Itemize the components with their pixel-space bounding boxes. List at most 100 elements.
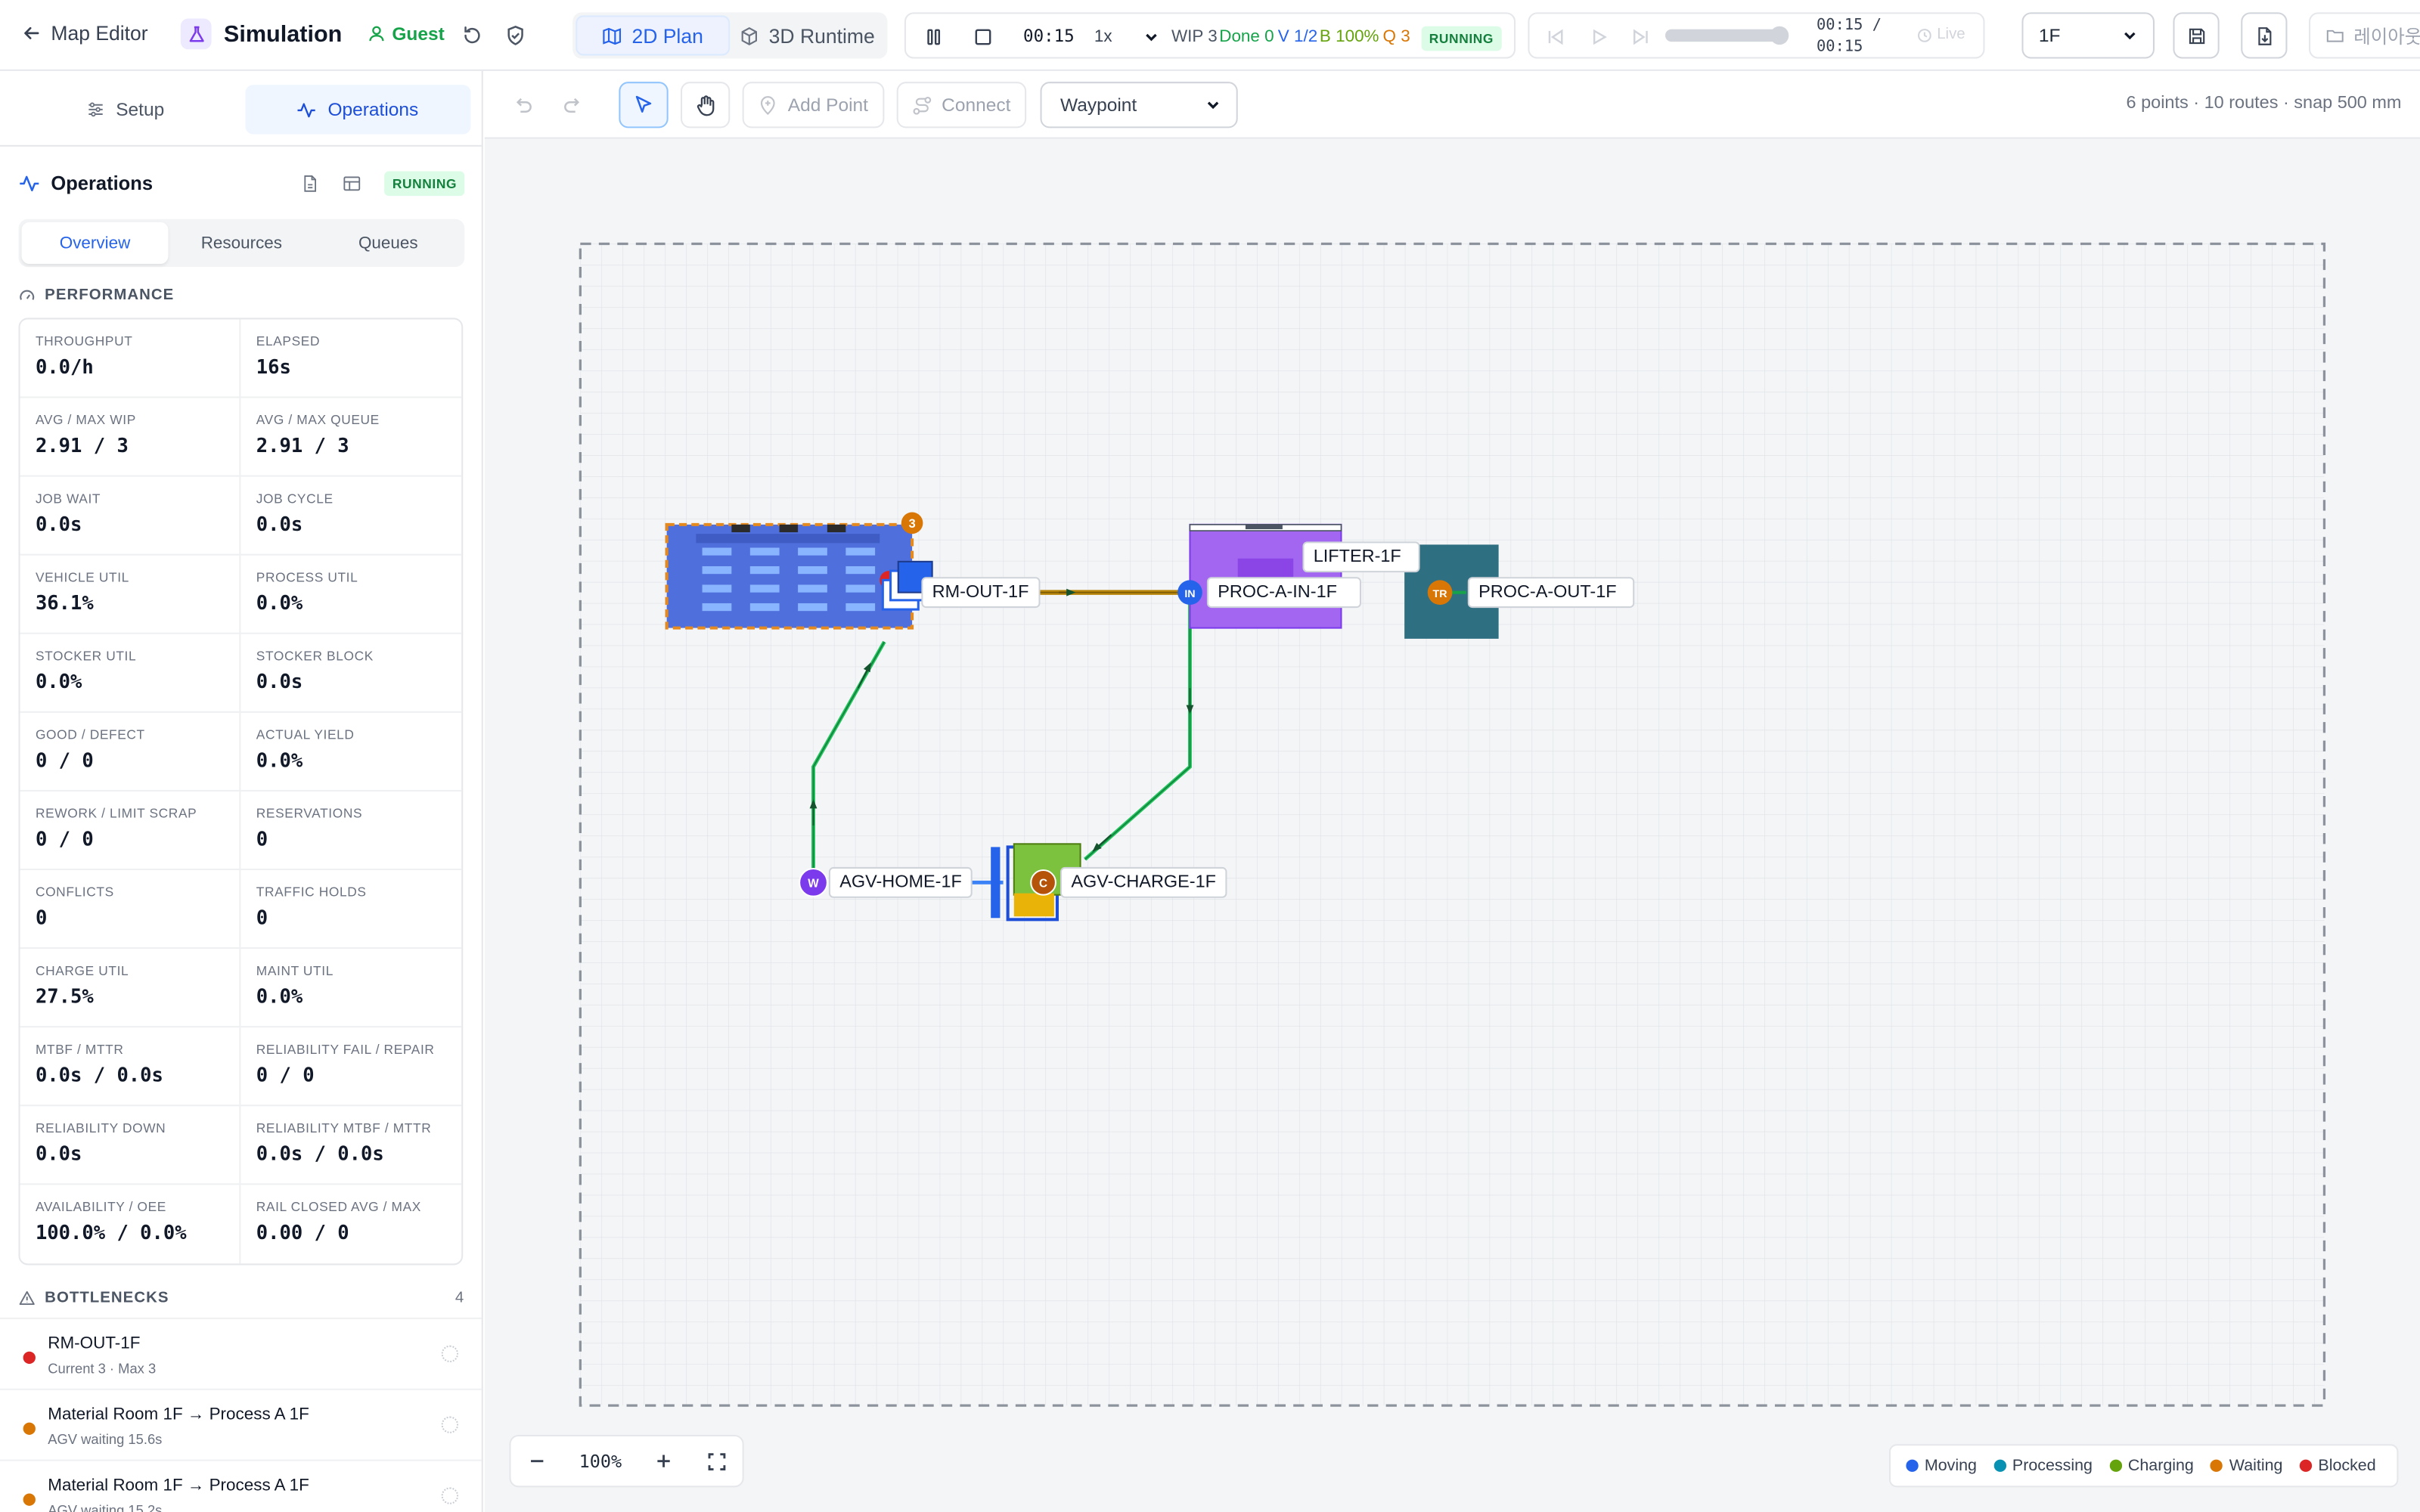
queued-carriers [880, 560, 933, 611]
node-label-proc-a-in[interactable]: PROC-A-IN-1F [1206, 577, 1361, 609]
save-icon [2188, 27, 2204, 44]
node-label-rm-out[interactable]: RM-OUT-1F [921, 577, 1040, 609]
tab-2d-plan[interactable]: 2D Plan [576, 15, 731, 56]
simulation-controls: 00:15 1x WIP 3 Done 0 V 1/2 B 100% Q 3 R… [904, 12, 1516, 59]
node-marker-w[interactable] [799, 867, 828, 897]
subtab-overview[interactable]: Overview [21, 222, 169, 264]
kpi-value: 0.0% [35, 669, 82, 693]
counter-battery: B 100% [1319, 27, 1379, 47]
tab-3d-runtime[interactable]: 3D Runtime [730, 15, 884, 55]
subtab-queues[interactable]: Queues [358, 234, 418, 253]
zoom-in-button[interactable] [638, 1452, 690, 1470]
kpi-label: MAINT UTIL [256, 962, 334, 978]
bottlenecks-count: 4 [455, 1290, 465, 1307]
pause-button[interactable] [921, 25, 946, 50]
kpi-value: 2.91 / 3 [35, 433, 129, 457]
flask-icon [180, 18, 212, 50]
export-button[interactable] [2241, 12, 2288, 59]
stop-button[interactable] [971, 25, 996, 50]
kpi-label: AVAILABILITY / OEE [35, 1198, 166, 1215]
reset-icon[interactable] [458, 22, 486, 50]
speed-select[interactable]: 1x [1094, 20, 1159, 54]
node-marker-in[interactable] [1177, 580, 1202, 605]
select-tool-button[interactable] [619, 82, 669, 129]
floor-select[interactable]: 1F [2021, 12, 2155, 59]
kpi-value: 16s [256, 355, 291, 378]
map-stats: 6 points · 10 routes · snap 500 mm [2126, 94, 2402, 113]
playback-time-bottom: 00:15 [1817, 39, 1863, 56]
node-label-lifter[interactable]: LIFTER-1F [1302, 541, 1420, 573]
kpi-label: STOCKER UTIL [35, 648, 137, 664]
tab-operations[interactable]: Operations [244, 85, 471, 135]
skip-forward-icon[interactable] [1631, 26, 1649, 54]
legend-label: Moving [1924, 1456, 1977, 1476]
report-icon[interactable] [301, 175, 319, 193]
bottleneck-detail: Current 3 · Max 3 [48, 1360, 157, 1377]
live-toggle[interactable]: Live [1917, 26, 1965, 43]
timeline-slider[interactable] [1665, 26, 1789, 45]
shield-check-icon[interactable] [501, 22, 529, 50]
undo-button[interactable] [506, 82, 540, 128]
connect-button[interactable]: Connect [896, 82, 1027, 129]
kpi-label: AVG / MAX QUEUE [256, 411, 380, 428]
node-label-agv-charge[interactable]: AGV-CHARGE-1F [1060, 866, 1227, 898]
node-label-proc-a-out[interactable]: PROC-A-OUT-1F [1467, 577, 1635, 609]
timeline-handle[interactable] [1770, 26, 1789, 45]
kpi-label: JOB WAIT [35, 490, 101, 507]
legend-item: Processing [1993, 1457, 2093, 1475]
zoom-out-button[interactable] [511, 1452, 563, 1470]
back-to-map-editor-link[interactable]: Map Editor [22, 22, 148, 45]
counter-wip: WIP 3 [1171, 27, 1218, 47]
point-type-select[interactable]: Waypoint [1040, 82, 1238, 129]
add-point-button[interactable]: Add Point [742, 82, 885, 129]
node-marker-tr[interactable] [1427, 580, 1453, 605]
fit-view-button[interactable] [690, 1451, 742, 1471]
tab-3d-runtime-label: 3D Runtime [768, 23, 875, 48]
layout-button[interactable]: 레이아웃 [2309, 12, 2420, 59]
map-pin-plus-icon [761, 95, 776, 115]
legend-item: Charging [2109, 1457, 2194, 1475]
kpi-value: 27.5% [35, 984, 94, 1008]
stocker-rack[interactable] [665, 522, 914, 630]
save-button[interactable] [2173, 12, 2220, 59]
tab-setup[interactable]: Setup [12, 85, 238, 134]
node-marker-c[interactable] [1030, 869, 1056, 896]
pan-tool-button[interactable] [680, 82, 731, 129]
node-marker-c-text: C [1039, 877, 1047, 890]
layout-label: 레이아웃 [2353, 25, 2420, 48]
kpi-value: 0.00 / 0 [256, 1220, 349, 1244]
skip-back-icon[interactable] [1547, 26, 1565, 54]
play-icon[interactable] [1590, 26, 1608, 54]
bottleneck-name: Material Room 1F → Process A 1F [48, 1405, 309, 1424]
legend-item: Blocked [2299, 1457, 2376, 1475]
kpi-label: GOOD / DEFECT [35, 727, 145, 742]
node-marker-w-text: W [808, 877, 819, 890]
table-icon[interactable] [343, 175, 361, 193]
map-canvas[interactable]: 3 [484, 138, 2420, 1512]
live-label: Live [1937, 26, 1965, 44]
node-label-agv-home[interactable]: AGV-HOME-1F [828, 866, 973, 898]
route-icon [913, 95, 932, 114]
loading-ring-icon [441, 1416, 459, 1433]
redo-button[interactable] [556, 82, 590, 128]
subtab-resources[interactable]: Resources [200, 234, 283, 253]
node-marker-in-text: IN [1184, 588, 1195, 600]
activity-icon [298, 102, 316, 117]
process-a-machine[interactable] [1189, 523, 1342, 629]
kpi-value: 0 [256, 905, 268, 929]
zoom-level: 100% [579, 1450, 622, 1472]
user-badge[interactable]: Guest [368, 23, 445, 45]
